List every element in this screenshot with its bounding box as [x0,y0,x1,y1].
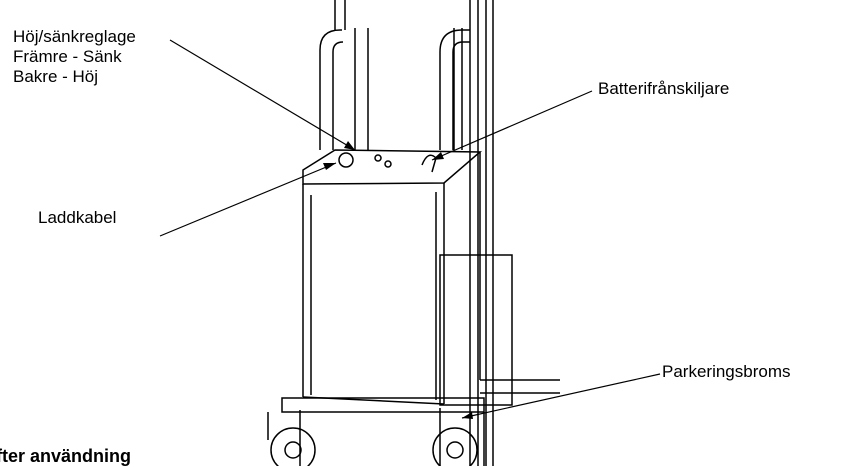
label-parkeringsbroms: Parkeringsbroms [662,362,791,381]
label-hoj-sank: Höj/sänkreglage Främre - Sänk Bakre - Hö… [13,27,136,87]
section-heading: fter användning [0,446,132,466]
top-controls [338,152,437,173]
arrowheads [323,141,473,419]
chassis [267,379,560,466]
label-hoj-sank-line2: Främre - Sänk [13,47,122,66]
label-batterifranskiljare: Batterifrånskiljare [598,79,730,98]
label-hoj-sank-line3: Bakre - Höj [13,67,99,86]
label-hoj-sank-line1: Höj/sänkreglage [13,27,136,46]
leader-lines [159,39,661,419]
handle [319,29,470,150]
wheels [270,427,478,466]
rear-panel [439,254,513,406]
label-laddkabel: Laddkabel [38,208,117,227]
mast [334,0,494,466]
battery-box [302,149,482,405]
